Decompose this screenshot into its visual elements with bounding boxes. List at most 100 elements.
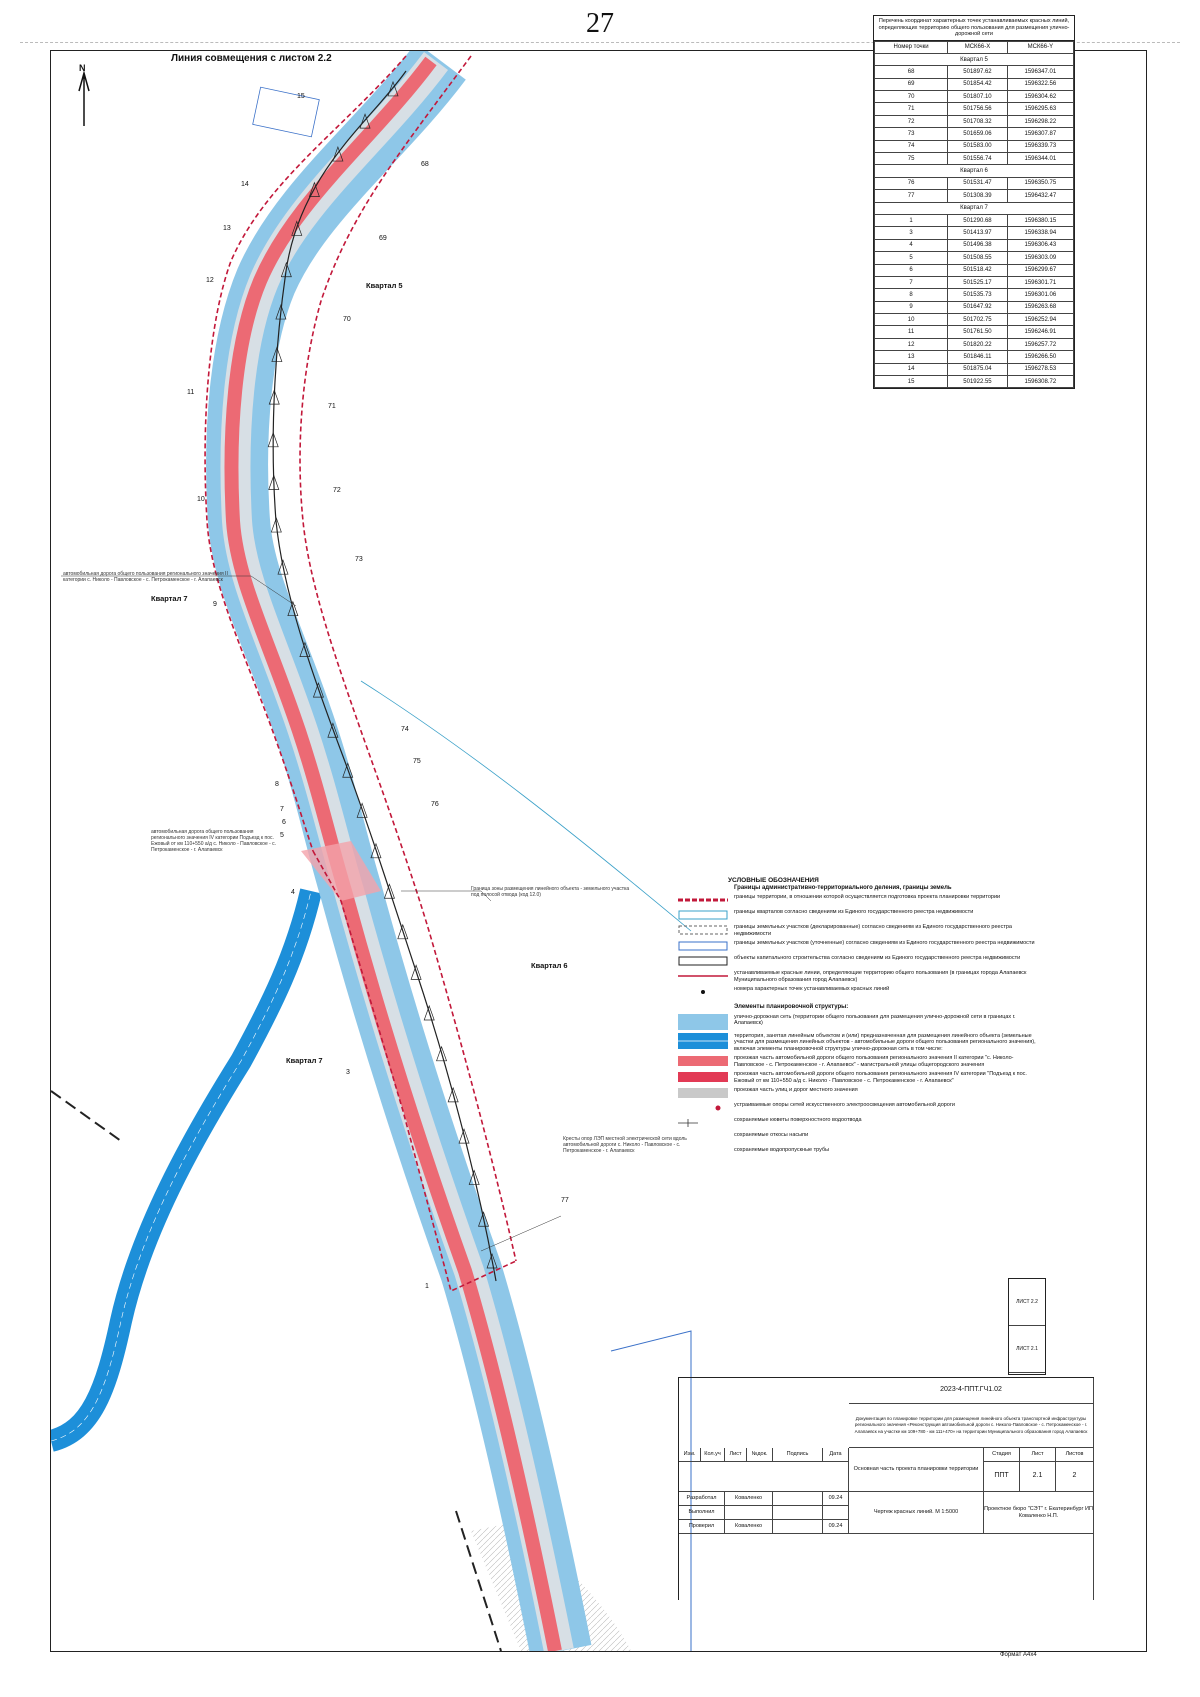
coord-x: 501531.47 [947,176,1008,191]
point-label: 75 [413,758,421,765]
zone-note: Граница зоны размещения линейного объект… [471,886,630,898]
legend-elements-title: Элементы планировочной структуры: [734,1004,849,1010]
date-checked: 09.24 [823,1520,849,1534]
point-number: 15 [873,375,949,389]
coord-y: 1596266.50 [1006,350,1075,364]
lighting-support [383,883,395,899]
coord-y: 1596298.22 [1006,114,1075,129]
kvartal-7-upper-label: Квартал 7 [151,594,188,603]
legend-item: сохраняемые кюветы поверхностного водоот… [678,1117,1038,1129]
point-number: 73 [873,127,949,141]
date-performed [823,1506,849,1520]
note-leader-zone [401,890,492,902]
point-label: 6 [282,819,286,826]
coord-y: 1596322.56 [1006,77,1075,92]
lighting-support [277,559,289,575]
name-checked: Коваленко [725,1520,773,1534]
point-label: 69 [379,235,387,242]
object-name: Документация по планировке территории дл… [849,1404,1094,1448]
north-arrow [78,70,90,126]
red-line-right [299,55,517,1262]
coord-y: 1596347.01 [1006,65,1075,79]
name-developed: Коваленко [725,1492,773,1506]
sheets-value: 2 [1056,1462,1094,1492]
coord-y: 1596304.62 [1006,90,1075,104]
coord-x: 501846.11 [947,350,1008,364]
junction-area [301,841,381,901]
coord-x: 501647.92 [947,300,1008,315]
legend-title: УСЛОВНЫЕ ОБОЗНАЧЕНИЯ [728,877,819,884]
legend-swatch [678,909,728,921]
col-header: МСК66-X [947,40,1008,54]
road-note-left: автомобильная дорога общего пользования … [63,571,228,583]
point-label: 15 [297,93,305,100]
legend-swatch [678,940,728,952]
point-number: 11 [873,325,949,339]
road-note-side: автомобильная дорога общего пользования … [151,829,277,853]
lighting-support [268,474,280,490]
coord-x: 501854.42 [947,77,1008,92]
drawing-code: 2023-4-ППТ.ГЧ1.02 [849,1378,1094,1404]
lighting-support [342,762,354,778]
coord-y: 1596301.71 [1006,275,1075,290]
lighting-support [370,842,382,859]
coord-x: 501290.68 [947,213,1008,228]
lighting-support [270,517,282,533]
lighting-support [287,600,299,617]
point-label: 9 [213,601,217,608]
page-number: 27 [586,8,614,39]
legend-item: проезжая часть улиц и дорог местного зна… [678,1087,1038,1099]
coord-y: 1596307.87 [1006,127,1075,141]
title-block-spacer [679,1462,849,1492]
point-number: 7 [873,275,949,290]
coord-x: 501922.55 [947,375,1008,389]
coord-y: 1596252.94 [1006,313,1075,327]
coord-x: 501659.06 [947,127,1008,141]
col-header: МСК66-Y [1006,40,1075,54]
col-sign: Подпись [773,1448,823,1462]
kvartal-5-label: Квартал 5 [366,281,403,290]
sheet-header: Лист [1020,1448,1056,1462]
land-boundary-dashed-lower [455,1510,502,1651]
point-label: 70 [343,316,351,323]
legend-swatch [678,1102,728,1114]
lighting-support [359,113,371,129]
col-izm: Изм. [679,1448,701,1462]
map-canvas [51,51,692,1651]
coord-x: 501308.39 [947,189,1008,203]
lighting-support [486,1252,498,1269]
legend-item: сохраняемые откосы насыпи [678,1132,1038,1144]
legend-item: проезжая часть автомобильной дороги обще… [678,1055,1038,1068]
lighting-support [299,641,311,657]
sheet-value: 2.1 [1020,1462,1056,1492]
point-label: 3 [346,1069,350,1076]
coord-y: 1596301.06 [1006,288,1075,302]
kvartal-group-row: Квартал 7 [874,201,1074,215]
coord-x: 501708.32 [947,114,1008,129]
legend-swatch [678,1087,728,1099]
lighting-support [468,1169,480,1185]
point-label: 71 [328,403,336,410]
col-list: Лист [725,1448,747,1462]
legend-swatch [678,1071,728,1083]
legend-swatch [678,1147,728,1159]
point-number: 8 [873,288,949,302]
point-number: 72 [873,114,949,129]
legend-item: границы территории, в отношении которой … [678,894,1038,906]
point-number: 76 [873,176,949,191]
lower-note: Кресты опор ЛЭП местной электрической се… [563,1136,687,1154]
lighting-support [267,431,279,448]
